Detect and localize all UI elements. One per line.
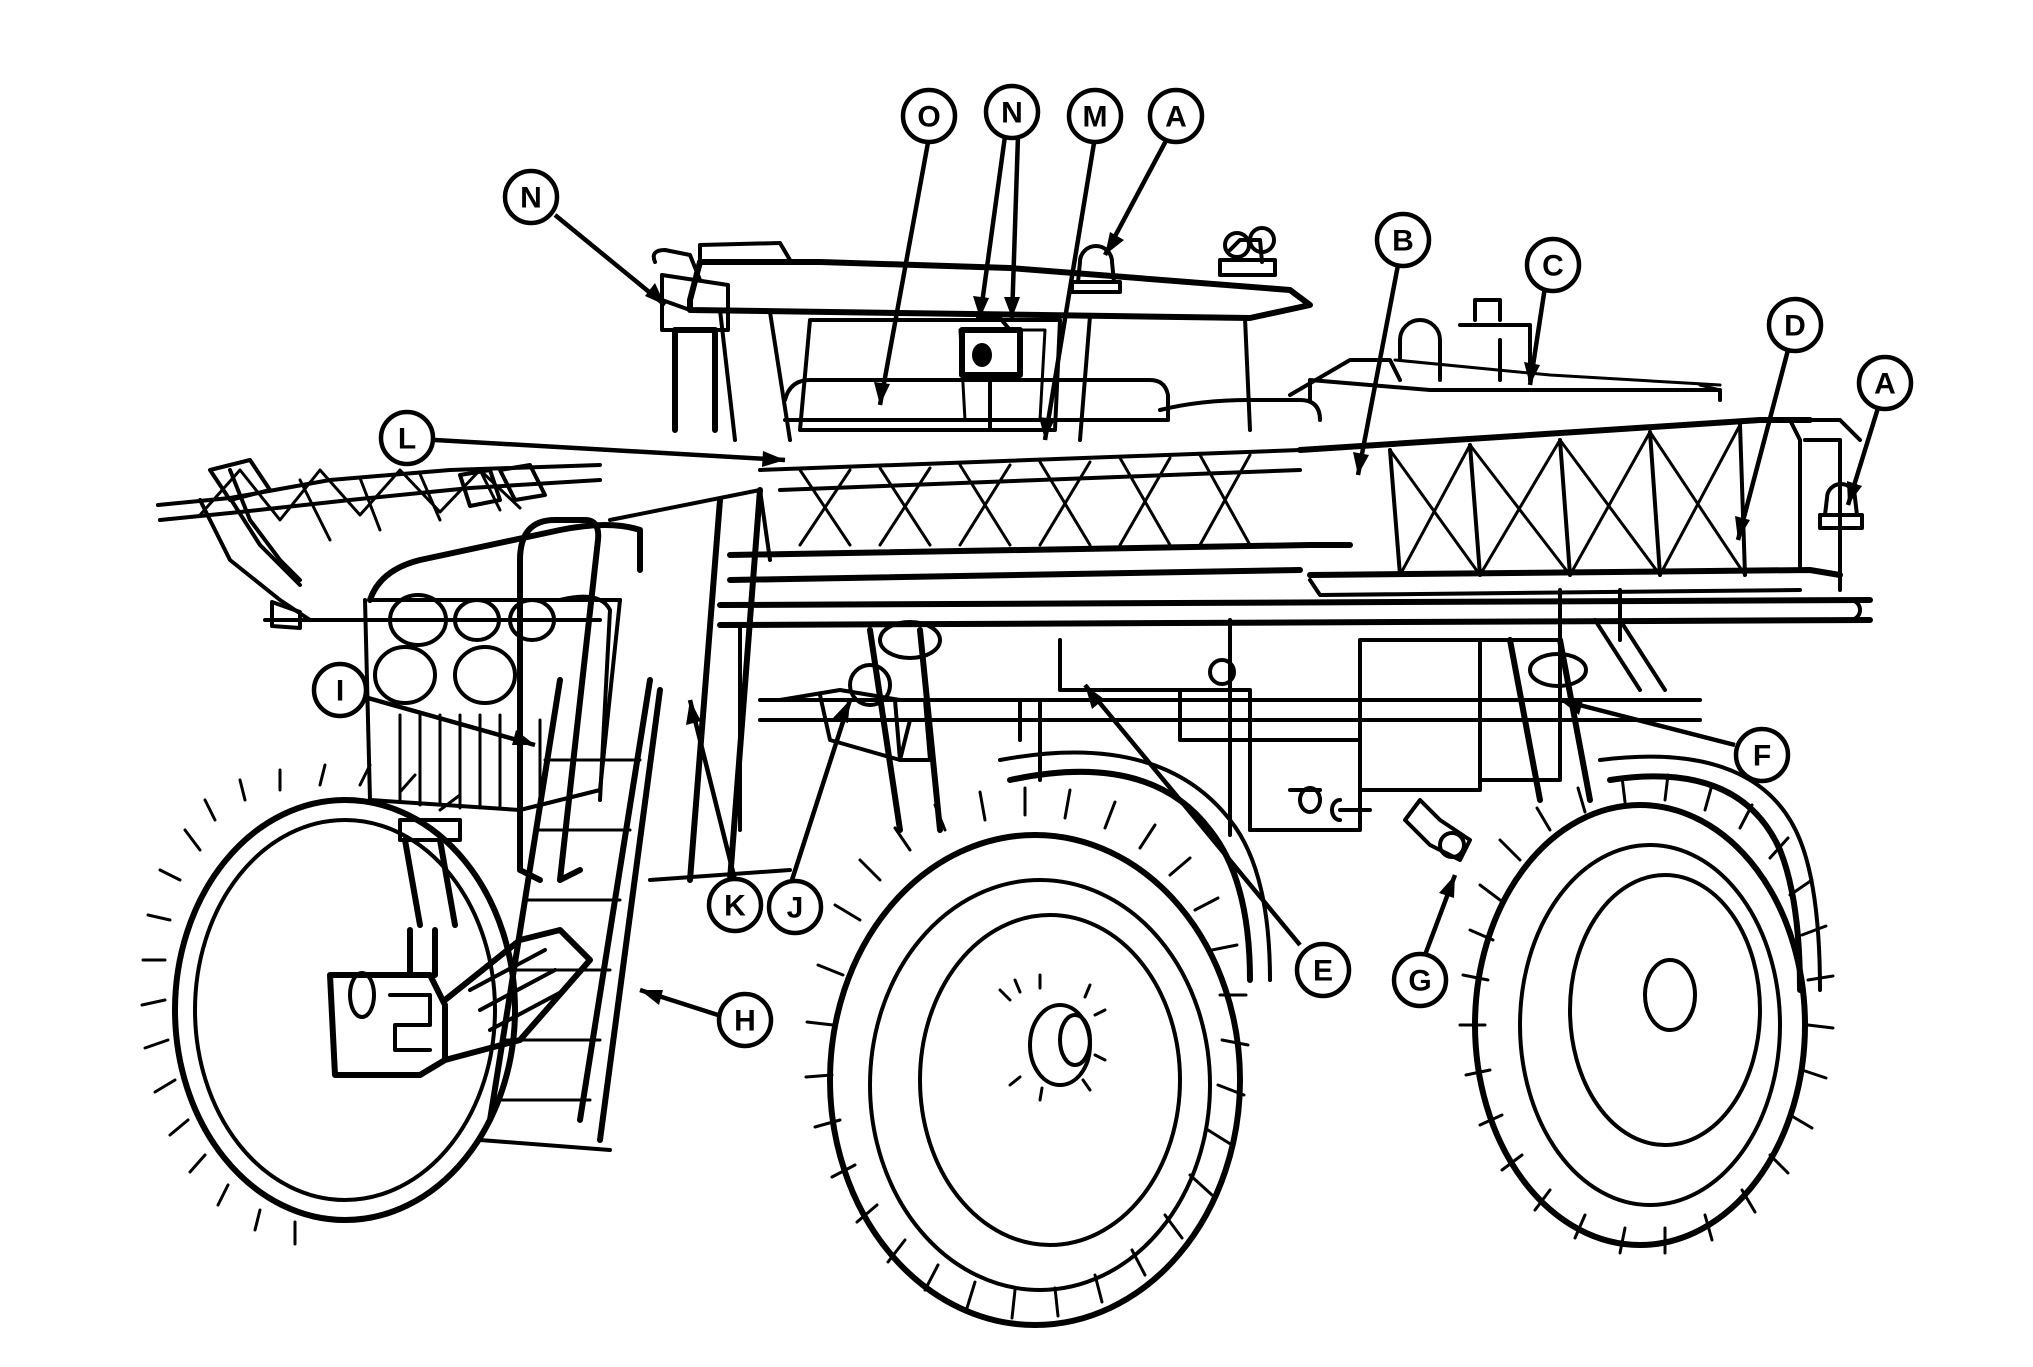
svg-text:H: H <box>734 1005 756 1038</box>
rear-left-wheel <box>804 750 1272 1328</box>
svg-text:L: L <box>398 423 416 456</box>
callout-D: D <box>1766 296 1824 354</box>
callout-G: G <box>1391 951 1449 1009</box>
rear-right-wheel <box>1458 754 1835 1255</box>
left-boom <box>156 458 602 630</box>
callout-H: H <box>716 991 774 1049</box>
ladder <box>478 487 792 1152</box>
callout-F: F <box>1733 726 1791 784</box>
callouts: O N M A N B C D <box>311 83 1914 1049</box>
svg-text:F: F <box>1753 740 1771 773</box>
struts <box>398 618 1667 928</box>
center-frame <box>717 448 1873 862</box>
svg-text:B: B <box>1392 225 1414 258</box>
callout-B: B <box>1374 211 1432 269</box>
callout-O: O <box>900 87 958 145</box>
svg-text:A: A <box>1165 101 1187 134</box>
svg-text:C: C <box>1542 250 1564 283</box>
svg-text:O: O <box>917 101 940 134</box>
callout-E: E <box>1294 941 1352 999</box>
tank-and-rails <box>783 298 1722 422</box>
callout-A-right: A <box>1856 354 1914 412</box>
svg-text:D: D <box>1784 310 1806 343</box>
callout-C: C <box>1524 236 1582 294</box>
svg-text:K: K <box>724 890 746 923</box>
leader-lines <box>367 135 1881 1018</box>
svg-text:N: N <box>1001 97 1023 130</box>
callout-N-top: N <box>983 83 1041 141</box>
callout-K: K <box>706 876 764 934</box>
svg-text:E: E <box>1313 955 1333 988</box>
svg-text:I: I <box>336 675 344 708</box>
svg-text:J: J <box>787 892 804 925</box>
hood <box>363 517 643 883</box>
callout-J: J <box>766 878 824 936</box>
svg-text:N: N <box>520 182 542 215</box>
right-boom <box>1297 417 1864 597</box>
front-left-wheel <box>140 763 593 1246</box>
svg-text:A: A <box>1874 368 1896 401</box>
svg-text:G: G <box>1408 965 1431 998</box>
cab <box>651 226 1313 442</box>
callout-A-top: A <box>1147 87 1205 145</box>
callout-I: I <box>311 661 369 719</box>
callout-N-left: N <box>502 168 560 226</box>
callout-M: M <box>1066 87 1124 145</box>
callout-L: L <box>378 409 436 467</box>
svg-text:M: M <box>1083 101 1108 134</box>
